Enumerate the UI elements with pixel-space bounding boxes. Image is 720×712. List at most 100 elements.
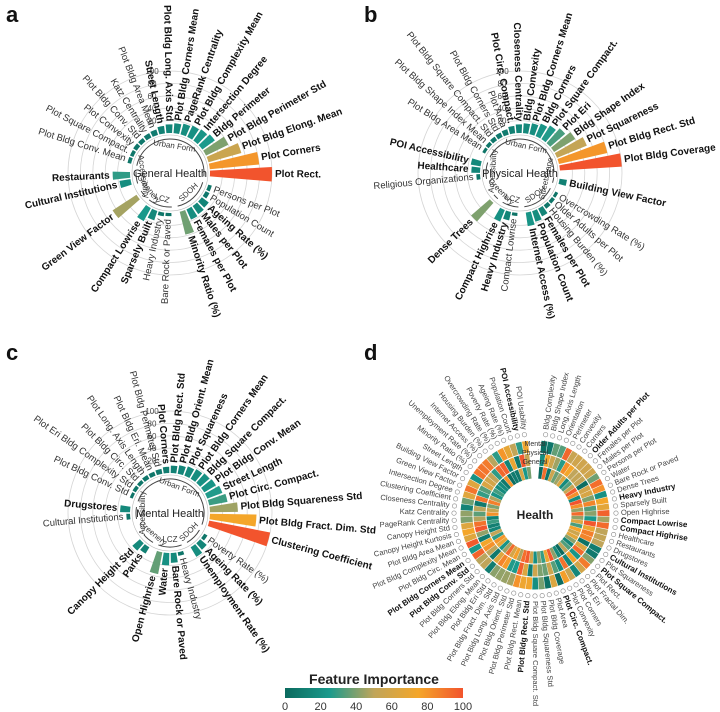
bar-ageing-rate [198,197,209,208]
heat-cell [516,562,525,575]
heat-cell [501,556,512,570]
heat-cell [464,485,478,495]
bar-plot-corners [208,151,260,170]
heat-cell [473,516,486,522]
axis-tick-label: 60 [148,432,157,441]
feature-marker [585,574,591,580]
heat-cell [514,469,523,482]
heat-cell [485,544,499,557]
bar-compact-lowrise [511,212,518,217]
feature-marker [546,592,552,598]
heat-cell [524,453,531,467]
heat-cell [506,572,516,586]
heat-cell [581,494,595,503]
heat-cell [474,525,488,533]
heat-cell [499,539,511,551]
heat-cell [506,558,516,572]
gridline-circle [442,95,598,251]
bar-heavy-industry [157,211,165,217]
feature-label-drugstores: Drugstores [64,498,119,514]
heat-cell [460,516,473,524]
heat-cell [506,473,517,486]
feature-label-religious-organizations: Religious Organizations [373,172,474,192]
inner-circle [131,134,209,212]
heat-cell [575,480,589,491]
heat-cell [489,495,502,504]
heat-cell [556,459,566,473]
axis-tick-label: 40 [148,104,157,113]
feature-label-bare-rock-or-paved: Bare Rock or Paved [160,219,174,304]
heat-cell [583,505,597,512]
group-arc-lcz [148,199,172,208]
feature-marker [488,444,494,450]
heat-cell [569,499,582,506]
feature-marker [477,453,483,459]
heat-cell [461,497,475,506]
ring-label-mental: Mental [524,441,545,448]
heat-cell [532,564,538,577]
bar-water [161,552,170,566]
heat-cell [562,553,573,567]
bar-bldg-square-compact [196,473,210,487]
colorbar-tick: 100 [454,701,472,712]
heat-cell [538,466,544,480]
bar-plot-squareness [184,466,195,479]
heat-cell [512,547,521,560]
bar-plot-bldg-perimeter-std [203,136,229,156]
axis-tick-label: 20 [498,117,507,126]
ring-label-general: General [523,459,548,466]
heat-cell [528,551,534,564]
heat-cell [547,469,556,482]
heat-cell [574,540,588,552]
heat-cell [499,462,510,475]
heat-cell [573,560,586,574]
feature-marker [592,458,598,464]
bar-plot-bldg-corners-mean [173,123,182,135]
feature-marker [507,435,513,441]
feature-label-plot-rect: Plot Rect. [275,169,321,181]
heat-cell [575,458,588,471]
heat-cell [556,475,567,488]
heat-cell [476,529,489,538]
bar-plot-square-compact [129,149,136,157]
bar-plot-bldg-orient-mean [177,465,186,476]
group-arc-lcz [158,544,182,548]
heat-cell [558,478,570,490]
feature-marker [587,453,593,459]
group-label-accessibility: Accessibility [487,149,499,193]
group-arc-accessibility [135,171,139,184]
heat-cell [487,503,500,510]
bar-internet-access [525,211,535,227]
heat-cell [471,548,485,560]
bar-overcrowding-rate [552,191,559,198]
colorbar-tick: 60 [386,701,398,712]
heat-cell [567,528,581,537]
heat-cell [595,496,609,505]
heat-cell [573,476,586,487]
bar-street-length [204,485,223,499]
feature-marker [482,448,488,454]
heat-cell [569,525,582,533]
heat-cell [597,516,610,523]
bar-males-per-plot [192,202,204,215]
feature-marker [454,489,460,495]
heat-cell [486,507,499,513]
heat-cell [487,472,500,484]
axis-tick-label: 40 [498,104,507,113]
heat-cell [488,525,502,533]
heat-cell [566,491,580,500]
ring-label-physical: Physical [522,450,549,457]
heat-cell [526,466,532,480]
bar-plot-bldg-complexity-mean [187,125,199,140]
heat-cell [475,552,489,565]
feature-label-plot-corners: Plot Corners [155,404,171,465]
feature-marker [469,563,475,569]
feature-marker [455,538,461,544]
heat-cell [512,574,522,588]
heat-cell [467,479,481,490]
feature-marker [597,463,603,469]
panel-letter-d: d [364,340,377,365]
feature-marker [611,531,617,537]
feature-marker [570,440,576,446]
feature-label-plot-bldg-long-axis-std: Plot Bldg Long. Axis Std [161,5,174,121]
